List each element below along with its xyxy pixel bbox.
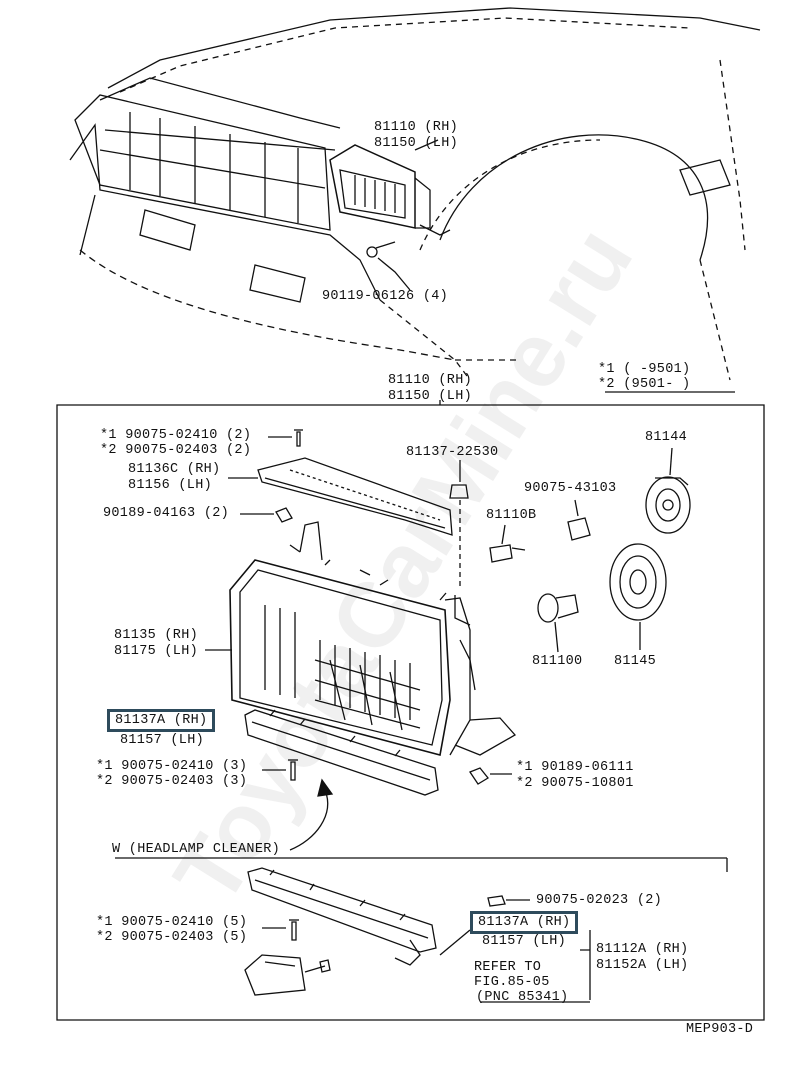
legend-line-1: *1 ( -9501) xyxy=(598,362,691,377)
screw-cleaner-left-1: *1 90075-02410 (5) xyxy=(96,915,248,930)
diagram-code: MEP903-D xyxy=(686,1022,754,1037)
clip-label: 81137-22530 xyxy=(406,445,499,460)
nut-upper-label: 90189-04163 (2) xyxy=(103,506,230,521)
highlighted-part-main[interactable]: 81137A (RH) xyxy=(107,709,216,732)
refer-line-3: (PNC 85341) xyxy=(476,990,569,1005)
assy-top-rh: 81110 (RH) xyxy=(374,120,459,135)
screw-cleaner-label: 90075-02023 (2) xyxy=(536,893,663,908)
reflector-cap-label: 81145 xyxy=(614,654,657,669)
bulb-holder-label: 90075-43103 xyxy=(524,481,617,496)
car-front-illustration xyxy=(69,7,761,381)
lens-rh: 81135 (RH) xyxy=(114,628,199,643)
assembly-header-rh: 81110 (RH) xyxy=(388,373,473,388)
refer-line-1: REFER TO xyxy=(474,960,542,975)
screw-lower-1: *1 90075-02410 (3) xyxy=(96,759,248,774)
exploded-parts xyxy=(115,429,728,1003)
highlighted-part-cleaner[interactable]: 81137A (RH) xyxy=(470,911,579,934)
screw-lower-2: *2 90075-02403 (3) xyxy=(96,774,248,789)
refer-line-2: FIG.85-05 xyxy=(474,975,550,990)
screw-upper-2: *2 90075-02403 (2) xyxy=(100,443,252,458)
cleaner-bracket-lh: 81152A (LH) xyxy=(596,958,689,973)
screw-top-label: 90119-06126 (4) xyxy=(322,289,449,304)
nut-lower-2: *2 90075-10801 xyxy=(516,776,634,791)
exploded-box xyxy=(56,391,765,1021)
legend-line-2: *2 (9501- ) xyxy=(598,377,691,392)
bulb-label: 811100 xyxy=(532,654,583,669)
cleaner-bracket-rh: 81112A (RH) xyxy=(596,942,689,957)
screw-upper-1: *1 90075-02410 (2) xyxy=(100,428,252,443)
screw-cleaner-left-2: *2 90075-02403 (5) xyxy=(96,930,248,945)
highlight-main-under: 81157 (LH) xyxy=(120,733,205,748)
assembly-header-lh: 81150 (LH) xyxy=(388,389,473,404)
socket-label: 81110B xyxy=(486,508,537,523)
bracket-upper-lh: 81156 (LH) xyxy=(128,478,213,493)
bracket-upper-rh: 81136C (RH) xyxy=(128,462,221,477)
assy-top-lh: 81150 (LH) xyxy=(374,136,459,151)
nut-lower-1: *1 90189-06111 xyxy=(516,760,634,775)
cap-label: 81144 xyxy=(645,430,688,445)
lens-lh: 81175 (LH) xyxy=(114,644,199,659)
highlight-cleaner-under: 81157 (LH) xyxy=(482,934,567,949)
cleaner-section-header: W (HEADLAMP CLEANER) xyxy=(112,842,281,857)
